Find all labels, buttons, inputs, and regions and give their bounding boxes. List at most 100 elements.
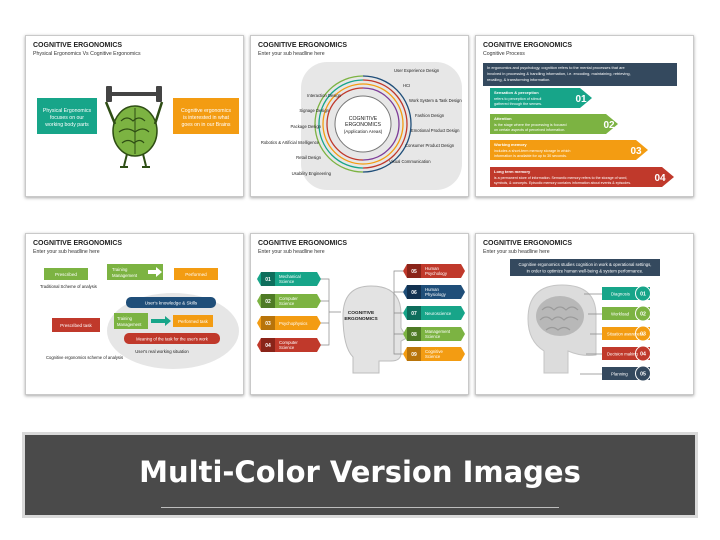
cognitive-training-label: Management bbox=[117, 322, 142, 327]
physical-box-line-3: working body parts bbox=[45, 122, 89, 128]
slide-subtitle: Enter your sub headline here bbox=[258, 51, 325, 57]
svg-text:Planning: Planning bbox=[611, 372, 628, 377]
analysis-scheme-graphic: Prescribed Training Management Performed… bbox=[40, 264, 239, 369]
svg-text:05: 05 bbox=[411, 269, 417, 275]
svg-text:03: 03 bbox=[265, 321, 271, 327]
physical-ergonomics-box bbox=[37, 98, 97, 134]
svg-text:01: 01 bbox=[640, 292, 646, 298]
meaning-label: Meaning of the task for the user's work bbox=[136, 337, 209, 342]
svg-text:09: 09 bbox=[411, 352, 417, 358]
cognitive-process-graphic: In ergonomics and psychology, cognition … bbox=[483, 63, 677, 187]
center-label: COGNITIVE bbox=[348, 310, 375, 316]
training-box bbox=[107, 264, 163, 280]
svg-text:Diagnosis: Diagnosis bbox=[611, 292, 630, 297]
performed-label: Performed bbox=[185, 272, 207, 277]
right-item-6: 06 Human Physiology bbox=[403, 285, 465, 299]
svg-text:Management: Management bbox=[425, 329, 451, 334]
intro-line: Cognitive ergonomics studies cognition i… bbox=[518, 262, 651, 267]
svg-text:01: 01 bbox=[265, 277, 271, 283]
right-area-label: Visual Communication bbox=[389, 159, 431, 164]
svg-text:04: 04 bbox=[265, 343, 271, 349]
step-line: gathered through the senses. bbox=[494, 102, 542, 106]
banner-divider bbox=[161, 507, 559, 508]
slide-thumbnail-6[interactable]: COGNITIVE ERGONOMICS Enter your sub head… bbox=[475, 233, 694, 395]
topic-item-2: Workload 02 bbox=[602, 305, 651, 322]
right-item-8: 08 Management Science bbox=[403, 327, 465, 341]
slide-thumbnail-5[interactable]: COGNITIVE ERGONOMICS Enter your sub head… bbox=[250, 233, 469, 395]
slide-thumbnail-3[interactable]: COGNITIVE ERGONOMICS Cognitive Process I… bbox=[475, 35, 694, 197]
training-label: Training bbox=[112, 267, 128, 272]
performed-task-box bbox=[173, 315, 213, 327]
banner-title: Multi-Color Version Images bbox=[139, 455, 581, 489]
disciplines-graphic: COGNITIVE ERGONOMICS 01 Mechanical Scien… bbox=[257, 264, 465, 374]
slide-title: COGNITIVE ERGONOMICS bbox=[258, 42, 348, 49]
left-area-label: Interaction Design bbox=[307, 93, 341, 98]
svg-text:Decision making: Decision making bbox=[607, 352, 638, 357]
right-item-5: 05 Human Psychology bbox=[403, 264, 465, 278]
slide-thumbnail-2[interactable]: COGNITIVE ERGONOMICS Enter your sub head… bbox=[250, 35, 469, 197]
physical-box-line-1: Physical Ergonomics bbox=[43, 108, 92, 114]
step-number: 01 bbox=[575, 94, 587, 105]
bottom-banner: Multi-Color Version Images bbox=[22, 432, 698, 518]
step-title: Sensation & perception bbox=[494, 90, 539, 95]
head-brain-icon bbox=[527, 284, 597, 374]
right-area-label: Work System & Task Design bbox=[409, 98, 462, 103]
slide-thumbnail-1[interactable]: COGNITIVE ERGONOMICS Physical Ergonomics… bbox=[25, 35, 244, 197]
intro-box bbox=[483, 63, 677, 86]
cognitive-caption: Cognitive ergonomics scheme of analysis bbox=[46, 355, 123, 360]
step-number: 03 bbox=[630, 146, 642, 157]
intro-line: In ergonomics and psychology, cognition … bbox=[487, 65, 625, 70]
intro-line: involved in processing & handling inform… bbox=[487, 71, 631, 76]
svg-text:Science: Science bbox=[425, 354, 441, 359]
svg-text:Computer: Computer bbox=[279, 340, 298, 345]
cognitive-box-line-3: goes on in our Brains bbox=[181, 122, 230, 128]
svg-text:Human: Human bbox=[425, 287, 439, 292]
slide-subtitle: Physical Ergonomics Vs Cognitive Ergonom… bbox=[33, 51, 141, 57]
svg-text:Science: Science bbox=[279, 279, 295, 284]
slide-thumbnail-4[interactable]: COGNITIVE ERGONOMICS Enter your sub head… bbox=[25, 233, 244, 395]
step-line: information is available for up to 30 se… bbox=[494, 154, 567, 158]
left-item-3: 03 Psychophysics bbox=[257, 316, 321, 330]
step-line: is a permanent store of information. Sem… bbox=[494, 176, 627, 180]
situation-label: User's real working situation bbox=[135, 349, 189, 354]
svg-text:Neuroscience: Neuroscience bbox=[425, 311, 452, 316]
left-item-4: 04 Computer Science bbox=[257, 338, 321, 352]
svg-text:06: 06 bbox=[411, 290, 417, 296]
slide-subtitle: Enter your sub headline here bbox=[483, 249, 550, 255]
step-arrow-2 bbox=[490, 114, 618, 134]
cognitive-box-line-1: Cognitive ergonomics bbox=[181, 108, 231, 114]
center-label: ERGONOMICS bbox=[344, 316, 378, 322]
center-circle bbox=[334, 95, 392, 153]
svg-text:Mechanical: Mechanical bbox=[279, 274, 301, 279]
cognitive-topics-graphic: Cognitive ergonomics studies cognition i… bbox=[510, 259, 660, 382]
svg-text:Situation awareness: Situation awareness bbox=[607, 332, 644, 337]
knowledge-label: User's knowledge & Skills bbox=[145, 301, 198, 306]
left-item-1: 01 Mechanical Science bbox=[257, 272, 321, 286]
svg-text:Psychology: Psychology bbox=[425, 271, 448, 276]
step-line: includes a short-term memory storage in … bbox=[494, 149, 570, 153]
step-arrow-4 bbox=[490, 167, 674, 187]
slide-subtitle: Cognitive Process bbox=[483, 51, 525, 57]
center-label-2: ERGONOMICS bbox=[345, 122, 382, 128]
topic-item-5: Planning 05 bbox=[602, 365, 651, 382]
svg-text:02: 02 bbox=[265, 299, 271, 305]
physical-box-line-2: focuses on our bbox=[50, 115, 84, 121]
step-title: Long term memory bbox=[494, 169, 531, 174]
step-line: refers to perception of stimuli bbox=[494, 97, 542, 101]
right-area-label: Consumer Product Design bbox=[405, 143, 455, 148]
arrow-icon bbox=[151, 316, 171, 326]
prescribed-task-label: Prescribed task bbox=[60, 323, 92, 328]
step-line: on certain aspects of perceived informat… bbox=[494, 128, 565, 132]
prescribed-task-box bbox=[52, 318, 100, 332]
topic-item-3: Situation awareness 03 bbox=[602, 325, 651, 342]
svg-text:08: 08 bbox=[411, 332, 417, 338]
left-area-label: Package Design bbox=[291, 124, 322, 129]
svg-text:05: 05 bbox=[640, 372, 646, 378]
right-item-9: 09 Cognitive Science bbox=[403, 347, 465, 361]
step-title: Attention bbox=[494, 116, 512, 121]
right-area-label: User Experience Design bbox=[394, 68, 440, 73]
performed-box bbox=[174, 268, 218, 280]
svg-text:07: 07 bbox=[411, 311, 417, 317]
training-label: Management bbox=[112, 273, 138, 278]
slide-title: COGNITIVE ERGONOMICS bbox=[483, 240, 573, 247]
